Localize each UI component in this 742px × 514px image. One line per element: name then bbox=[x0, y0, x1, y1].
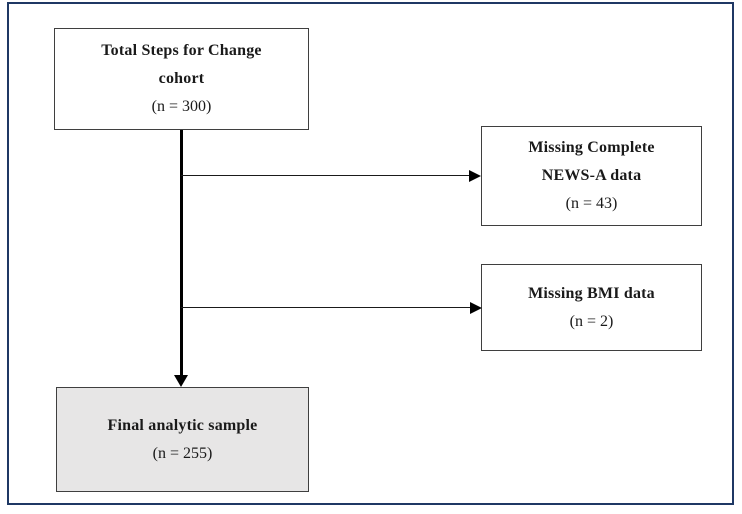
box-total-cohort-title-line1: Total Steps for Change bbox=[101, 42, 262, 59]
box-missing-bmi-n: (n = 2) bbox=[569, 312, 614, 330]
main-flow-arrow-line bbox=[179, 130, 183, 376]
diagram-frame: Total Steps for Change cohort (n = 300) … bbox=[7, 2, 734, 505]
box-missing-bmi-title: Missing BMI data bbox=[528, 284, 655, 302]
box-final-sample-title: Final analytic sample bbox=[107, 416, 258, 434]
branch-arrow-news-line bbox=[181, 174, 469, 176]
box-total-cohort: Total Steps for Change cohort (n = 300) bbox=[54, 28, 309, 130]
box-missing-news-a-n: (n = 43) bbox=[565, 195, 618, 212]
box-total-cohort-n: (n = 300) bbox=[151, 98, 212, 115]
box-missing-news-a-title-line1: Missing Complete bbox=[528, 139, 655, 156]
box-final-sample: Final analytic sample (n = 255) bbox=[56, 387, 309, 492]
box-total-cohort-title-line2: cohort bbox=[158, 70, 205, 87]
box-final-sample-n: (n = 255) bbox=[152, 444, 213, 462]
branch-arrow-bmi-line bbox=[181, 306, 470, 308]
box-missing-bmi: Missing BMI data (n = 2) bbox=[481, 264, 702, 351]
right-arrowhead-news-icon bbox=[469, 169, 481, 182]
down-arrowhead-icon bbox=[173, 375, 188, 387]
box-missing-news-a-title-line2: NEWS-A data bbox=[541, 167, 642, 184]
right-arrowhead-bmi-icon bbox=[470, 301, 482, 314]
box-missing-news-a: Missing Complete NEWS-A data (n = 43) bbox=[481, 126, 702, 226]
